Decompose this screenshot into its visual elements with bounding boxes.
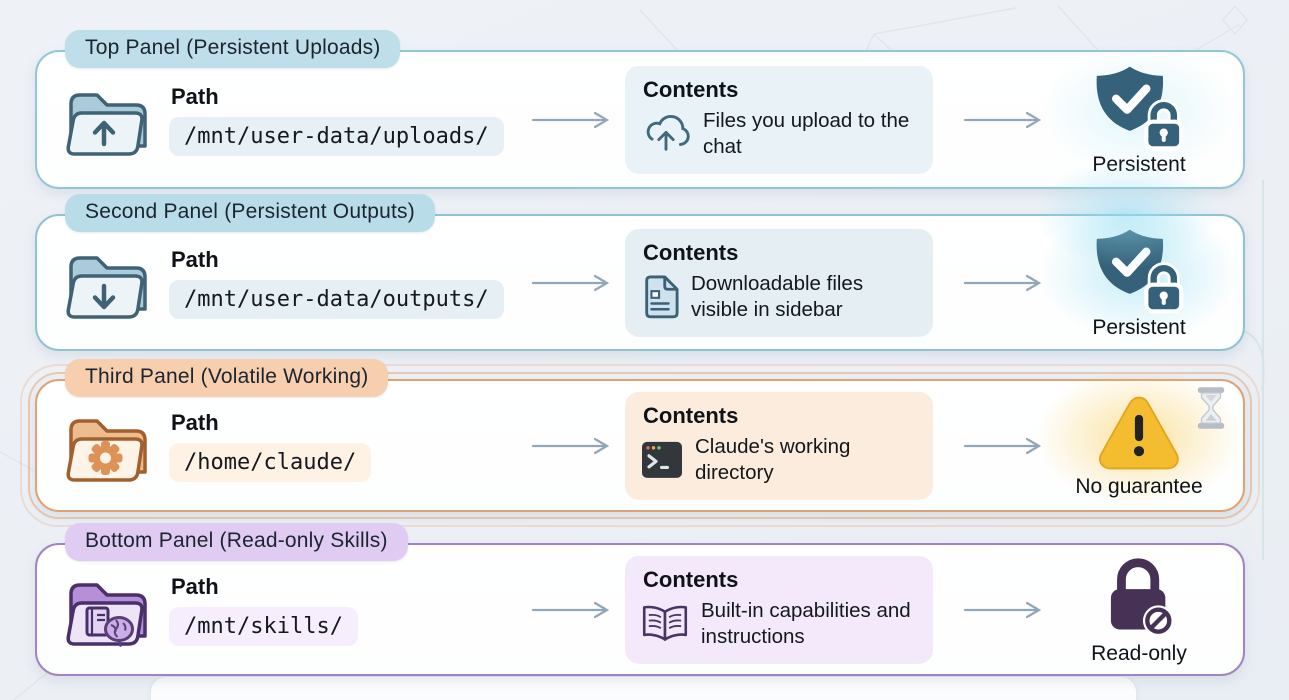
arrow-right-icon [963,273,1051,293]
path-block: Path /mnt/skills/ [169,574,358,646]
panel-persistent-uploads: Top Panel (Persistent Uploads) Path /mnt… [35,30,1245,189]
panel-badge: Top Panel (Persistent Uploads) [65,30,401,68]
shield-check-lock-icon [1039,63,1239,151]
folder-download-icon [59,241,155,325]
cloud-upload-icon [641,114,691,154]
path-label: Path [171,246,219,272]
arrow-right-icon [531,110,619,130]
shield-check-lock-icon [1039,226,1239,314]
path-value: /home/claude/ [169,442,372,482]
path-block: Path /mnt/user-data/outputs/ [169,247,504,319]
open-book-icon [641,605,689,643]
contents-box: Contents Downloadable files visible in s… [625,228,933,337]
arrow-right-icon [531,273,619,293]
path-value: /mnt/skills/ [169,606,358,646]
panel-badge: Second Panel (Persistent Outputs) [65,194,435,232]
folder-gear-icon [59,404,155,488]
contents-label: Contents [643,76,739,102]
contents-box: Contents Built-in capabilities and instr… [625,555,933,664]
contents-box: Contents Files you upload to the chat [625,65,933,174]
contents-text: Downloadable files visible in sidebar [691,271,864,321]
arrow-right-icon [963,600,1051,620]
status-block: Persistent [1034,40,1244,181]
panel-badge: Third Panel (Volatile Working) [65,359,389,397]
status-label: Persistent [1092,152,1186,176]
lock-readonly-icon [1039,554,1239,640]
path-label: Path [171,409,219,435]
folder-skills-icon [59,568,155,652]
arrow-right-icon [963,110,1051,130]
path-value: /mnt/user-data/outputs/ [169,279,504,319]
panel-badge: Bottom Panel (Read-only Skills) [65,523,408,561]
path-block: Path /mnt/user-data/uploads/ [169,84,504,156]
contents-box: Contents Claude's working directory [625,391,933,500]
path-block: Path /home/claude/ [169,409,372,482]
contents-text: Files you upload to the chat [703,108,910,158]
panel-persistent-outputs: Second Panel (Persistent Outputs) Path /… [35,194,1245,351]
panel-readonly-skills: Bottom Panel (Read-only Skills) Path /mn… [35,523,1245,676]
status-label: No guarantee [1075,474,1203,498]
contents-label: Contents [643,566,739,592]
arrow-right-icon [531,436,619,456]
hourglass-icon [1195,386,1227,430]
document-icon [641,274,679,320]
stacked-card-peek [150,676,1137,700]
contents-text: Built-in capabilities and instructions [701,598,911,648]
path-label: Path [171,573,219,599]
status-block: Read-only [1039,554,1239,666]
status-label: Persistent [1092,315,1186,339]
status-block: Persistent [1034,203,1244,344]
folder-upload-icon [59,78,155,162]
path-label: Path [171,83,219,109]
arrow-right-icon [531,600,619,620]
contents-text: Claude's working directory [695,434,851,484]
path-value: /mnt/user-data/uploads/ [169,116,504,156]
panel-volatile-working: Third Panel (Volatile Working) Path /hom… [20,359,1260,527]
terminal-icon [641,441,683,479]
status-label: Read-only [1091,641,1187,665]
contents-label: Contents [643,402,739,428]
arrow-right-icon [963,436,1051,456]
contents-label: Contents [643,239,739,265]
